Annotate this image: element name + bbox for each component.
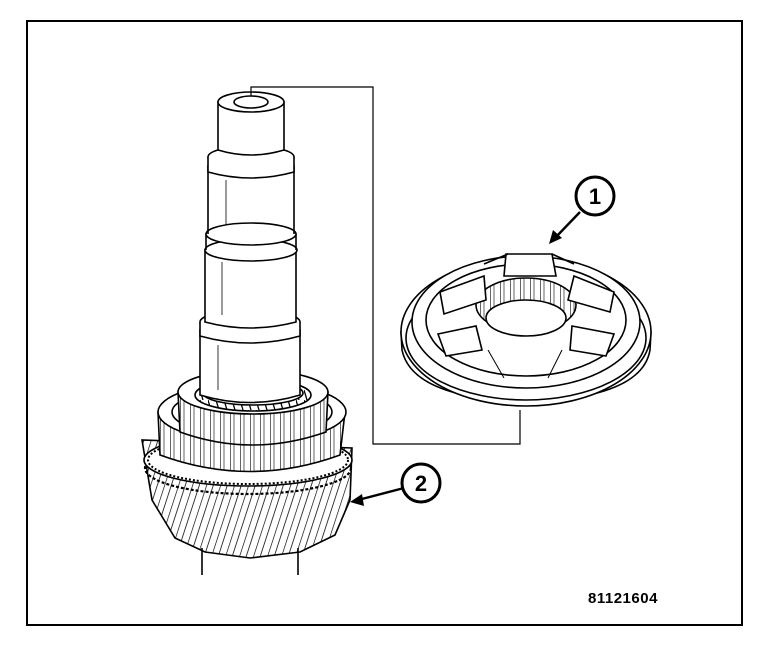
callout-1-number: 1 [589,184,601,209]
callout-2: 2 [350,462,442,506]
figure-id-label: 81121604 [588,590,658,607]
shaft-gear-icon [141,91,353,575]
callout-1-arrowhead [549,230,562,244]
callout-1-circle [574,175,616,217]
alignment-leader-line [250,86,521,445]
callout-2-circle [400,462,442,504]
callout-1-arrow [554,211,581,239]
callout-2-arrowhead [350,494,364,506]
callout-2-arrow [357,486,405,502]
callout-1: 1 [549,175,616,244]
synchronizer-ring-icon [400,253,652,407]
callout-2-number: 2 [415,471,427,496]
